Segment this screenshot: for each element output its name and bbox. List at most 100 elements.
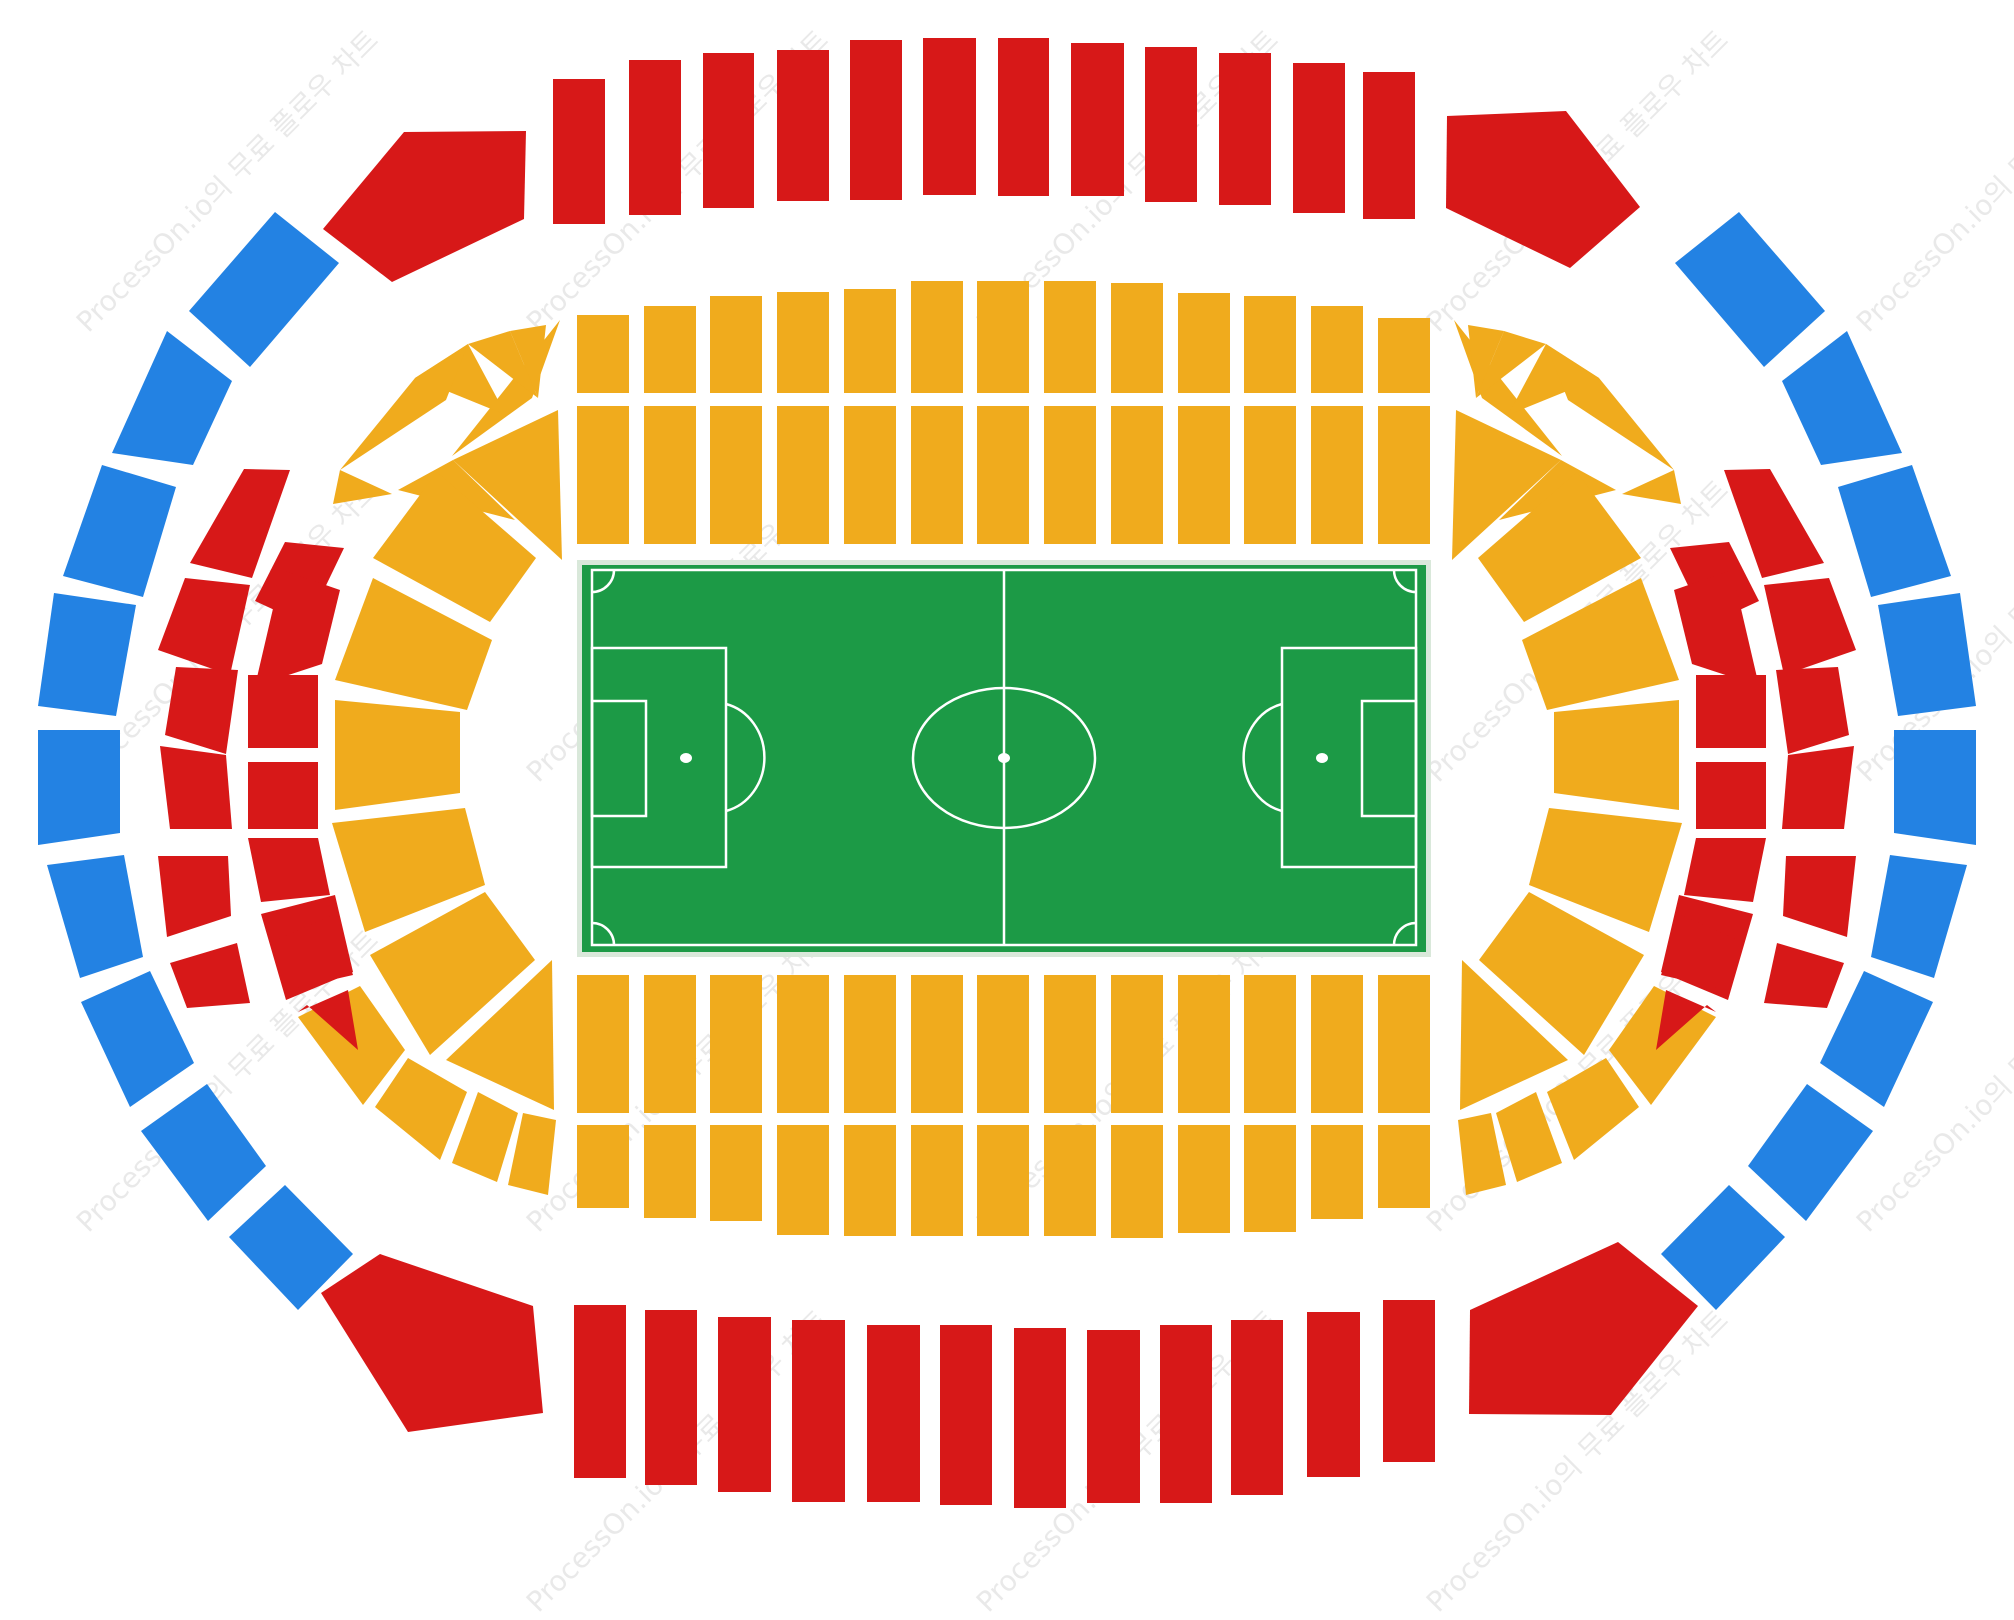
middle-section[interactable] <box>940 1325 992 1505</box>
middle-section[interactable] <box>703 53 754 208</box>
inner-section[interactable] <box>1496 1092 1562 1182</box>
middle-section[interactable] <box>1783 856 1856 937</box>
middle-section[interactable] <box>248 762 318 829</box>
inner-section[interactable] <box>977 975 1029 1113</box>
middle-section[interactable] <box>1776 667 1849 754</box>
inner-section[interactable] <box>1378 318 1430 393</box>
middle-section[interactable] <box>323 131 526 282</box>
inner-section[interactable] <box>1522 578 1679 710</box>
inner-section[interactable] <box>844 1125 896 1236</box>
middle-section[interactable] <box>165 667 238 754</box>
inner-section[interactable] <box>335 578 492 710</box>
inner-section[interactable] <box>844 406 896 544</box>
inner-section[interactable] <box>844 975 896 1113</box>
inner-section[interactable] <box>977 281 1029 393</box>
inner-section[interactable] <box>1178 293 1230 393</box>
inner-section[interactable] <box>710 1125 762 1221</box>
middle-section[interactable] <box>1764 578 1856 675</box>
middle-section[interactable] <box>1674 570 1759 686</box>
inner-section[interactable] <box>1044 406 1096 544</box>
inner-section[interactable] <box>1244 1125 1296 1232</box>
middle-section[interactable] <box>1656 990 1716 1050</box>
middle-section[interactable] <box>298 990 358 1050</box>
middle-section[interactable] <box>1383 1300 1435 1462</box>
inner-section[interactable] <box>1111 406 1163 544</box>
inner-section[interactable] <box>468 331 538 398</box>
inner-section[interactable] <box>1244 296 1296 393</box>
inner-section[interactable] <box>1554 700 1679 810</box>
middle-section[interactable] <box>1145 47 1197 202</box>
middle-section[interactable] <box>1782 746 1854 829</box>
outer-section[interactable] <box>1871 855 1967 978</box>
inner-section[interactable] <box>1378 1125 1430 1208</box>
inner-section[interactable] <box>1547 1058 1639 1160</box>
inner-section[interactable] <box>577 315 629 393</box>
outer-section[interactable] <box>1878 593 1976 716</box>
middle-section[interactable] <box>276 915 353 988</box>
outer-section[interactable] <box>1838 465 1951 597</box>
inner-section[interactable] <box>644 306 696 393</box>
inner-section[interactable] <box>1044 281 1096 393</box>
middle-section[interactable] <box>1696 762 1766 829</box>
middle-section[interactable] <box>777 50 829 201</box>
middle-section[interactable] <box>1014 1328 1066 1508</box>
middle-section[interactable] <box>158 856 231 937</box>
outer-section[interactable] <box>1782 331 1902 465</box>
inner-section[interactable] <box>510 325 546 398</box>
inner-section[interactable] <box>1546 344 1674 470</box>
inner-section[interactable] <box>453 410 562 560</box>
outer-section[interactable] <box>38 730 120 845</box>
outer-section[interactable] <box>112 331 232 465</box>
inner-section[interactable] <box>911 975 963 1113</box>
middle-section[interactable] <box>255 570 340 686</box>
middle-section[interactable] <box>645 1310 697 1485</box>
inner-section[interactable] <box>577 406 629 544</box>
inner-section[interactable] <box>777 1125 829 1235</box>
inner-section[interactable] <box>415 344 506 415</box>
inner-section[interactable] <box>1378 975 1430 1113</box>
inner-section[interactable] <box>1508 344 1599 415</box>
inner-section[interactable] <box>644 975 696 1113</box>
inner-section[interactable] <box>1460 960 1568 1110</box>
middle-section[interactable] <box>248 838 330 902</box>
outer-section[interactable] <box>1675 212 1825 367</box>
inner-section[interactable] <box>332 808 485 932</box>
inner-section[interactable] <box>1244 975 1296 1113</box>
inner-section[interactable] <box>577 975 629 1113</box>
middle-section[interactable] <box>850 40 902 200</box>
outer-section[interactable] <box>229 1185 353 1310</box>
inner-section[interactable] <box>1044 1125 1096 1236</box>
inner-section[interactable] <box>844 289 896 393</box>
middle-section[interactable] <box>1071 43 1124 196</box>
middle-section[interactable] <box>1469 1242 1698 1415</box>
inner-section[interactable] <box>1311 975 1363 1113</box>
middle-section[interactable] <box>718 1317 771 1492</box>
inner-section[interactable] <box>1468 325 1504 398</box>
inner-section[interactable] <box>777 292 829 393</box>
middle-section[interactable] <box>629 60 681 215</box>
middle-section[interactable] <box>923 38 976 195</box>
middle-section[interactable] <box>158 578 250 675</box>
inner-section[interactable] <box>977 406 1029 544</box>
inner-section[interactable] <box>1178 975 1230 1113</box>
inner-section[interactable] <box>1178 406 1230 544</box>
middle-section[interactable] <box>1219 53 1271 205</box>
inner-section[interactable] <box>375 1058 467 1160</box>
inner-section[interactable] <box>1622 470 1681 504</box>
outer-section[interactable] <box>63 465 176 597</box>
inner-section[interactable] <box>577 1125 629 1208</box>
middle-section[interactable] <box>1231 1320 1283 1495</box>
inner-section[interactable] <box>1311 306 1363 393</box>
middle-section[interactable] <box>998 38 1049 196</box>
outer-section[interactable] <box>38 593 136 716</box>
inner-section[interactable] <box>1044 975 1096 1113</box>
inner-section[interactable] <box>644 406 696 544</box>
inner-section[interactable] <box>1478 472 1641 622</box>
outer-section[interactable] <box>141 1084 266 1221</box>
outer-section[interactable] <box>1894 730 1976 845</box>
inner-section[interactable] <box>1111 975 1163 1113</box>
outer-section[interactable] <box>81 971 194 1107</box>
inner-section[interactable] <box>911 406 963 544</box>
inner-section[interactable] <box>1458 1113 1506 1195</box>
outer-section[interactable] <box>47 855 143 978</box>
